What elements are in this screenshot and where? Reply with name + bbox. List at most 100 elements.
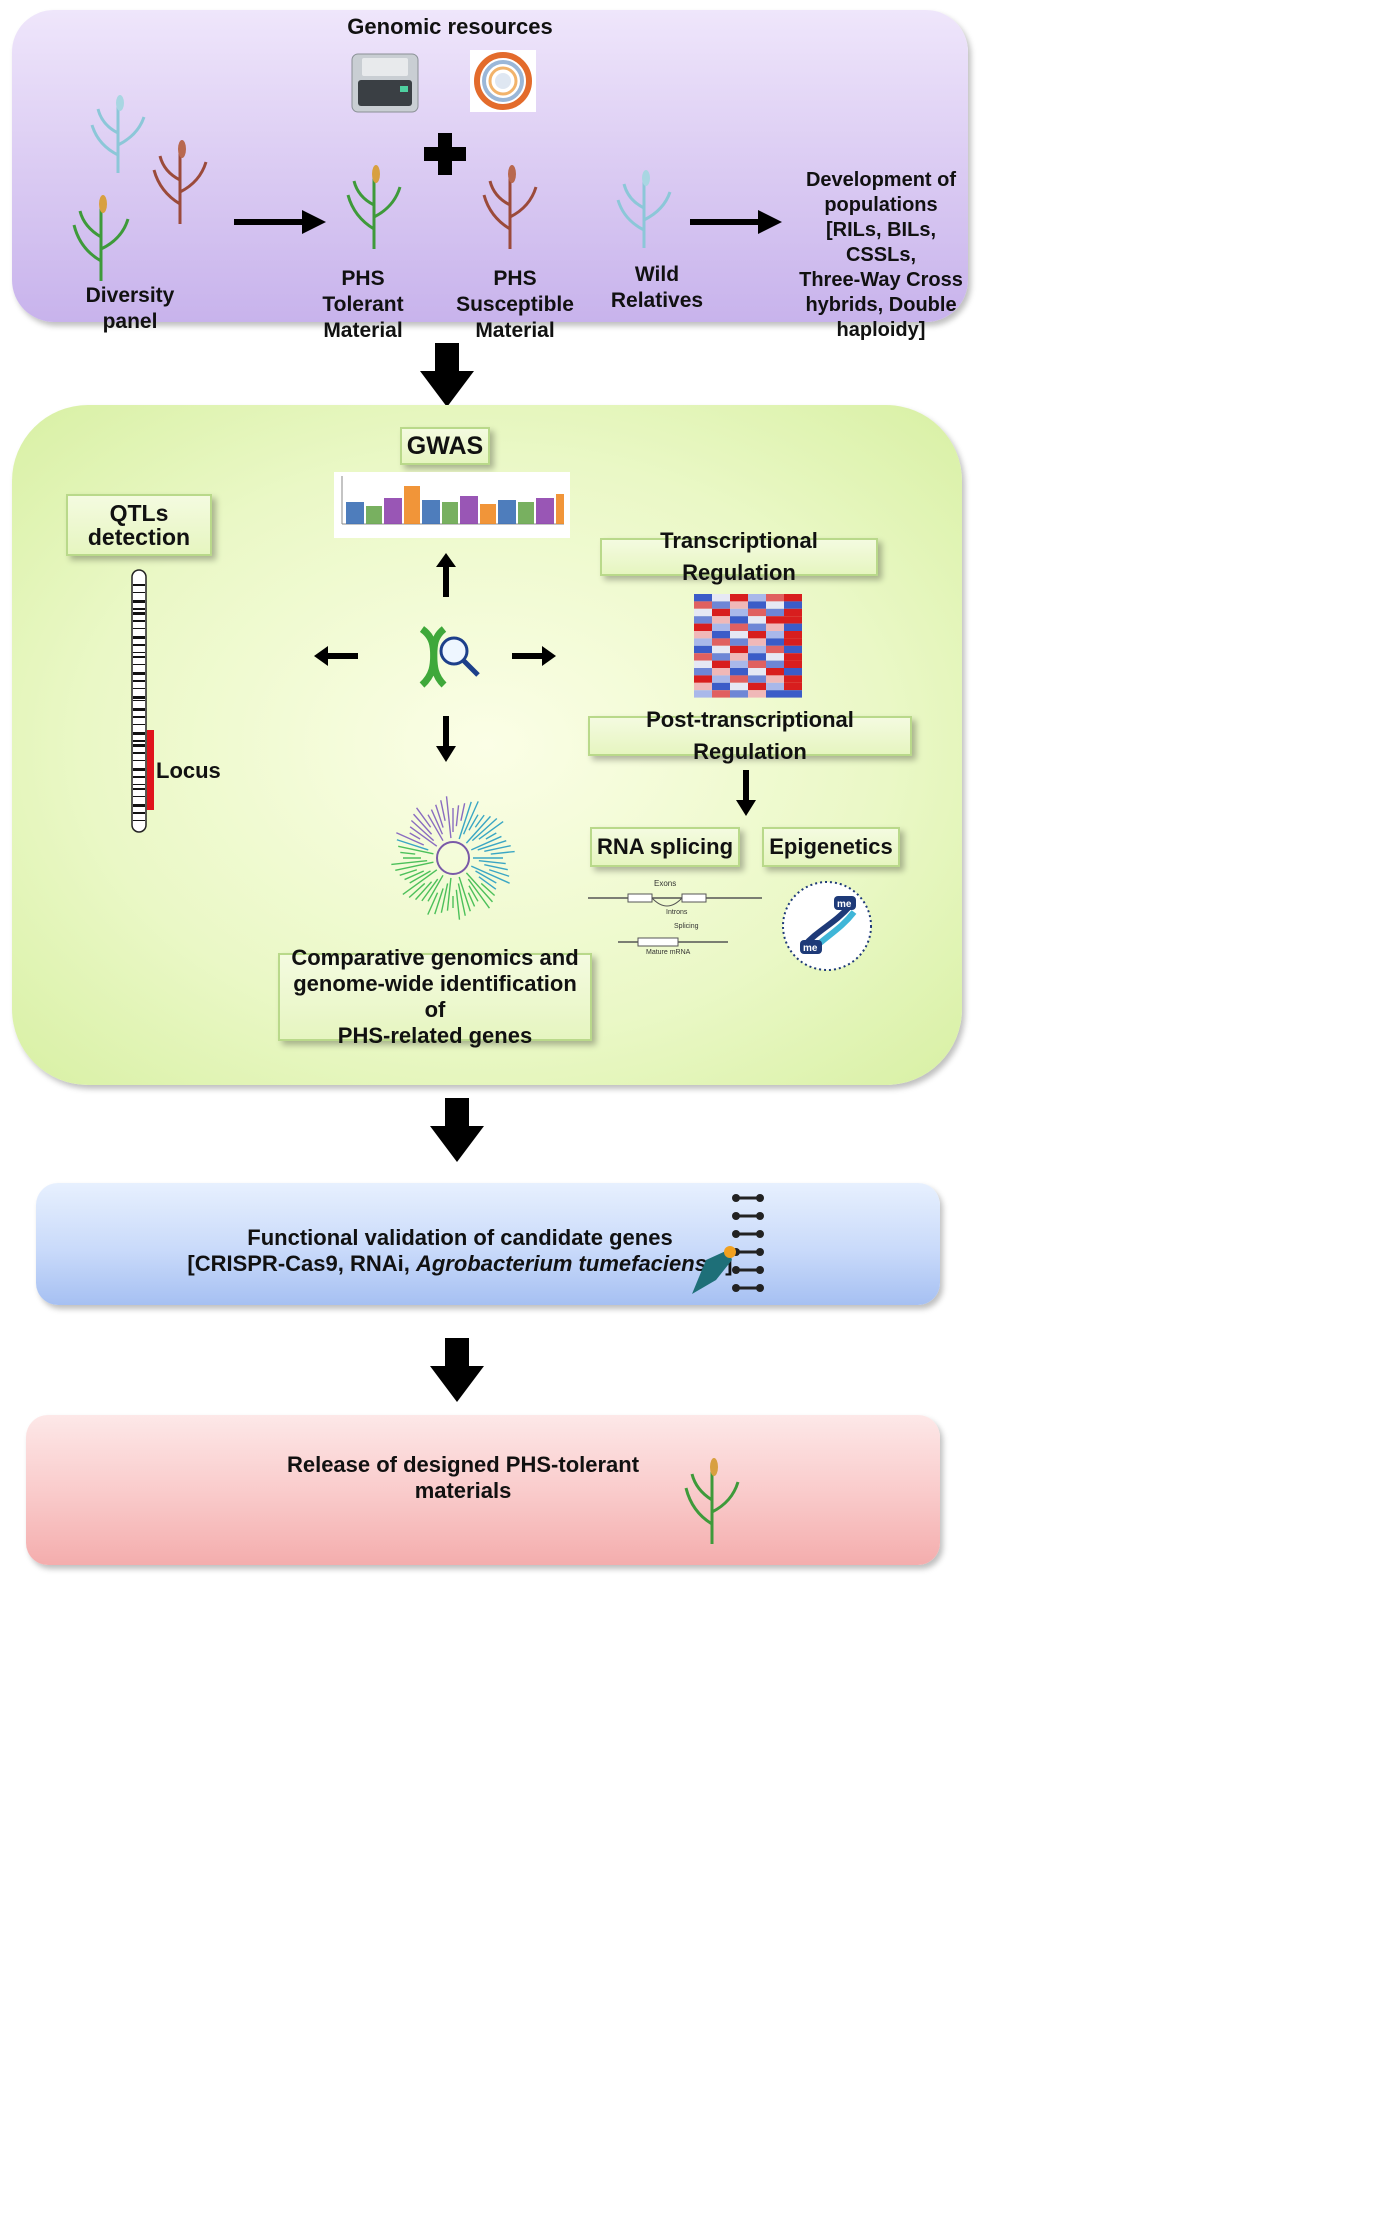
qtls-line1: QTLs (109, 500, 169, 526)
tree-branch (415, 881, 433, 901)
arrow-down-icon (436, 716, 456, 762)
functional-validation-text: Functional validation of candidate genes… (180, 1225, 740, 1277)
heatmap-cell (694, 623, 712, 631)
heatmap-cell (748, 675, 766, 683)
heatmap-cell (712, 623, 730, 631)
chromosome-band (133, 776, 145, 778)
release-line1: Release of designed PHS-tolerant (286, 1452, 640, 1477)
epigenetics-box: Epigenetics (762, 827, 900, 867)
heatmap-cell (766, 682, 784, 691)
tree-branch (440, 883, 449, 913)
tree-branch (427, 892, 439, 915)
chromosome-band (133, 740, 145, 742)
heatmap-cell (766, 594, 784, 602)
chromosome-band (133, 664, 145, 665)
populations-line: populations (824, 194, 938, 216)
tree-branch (475, 870, 497, 884)
tree-branch (468, 885, 479, 902)
heatmap-cell (748, 631, 766, 639)
tree-branch (409, 826, 438, 847)
heatmap-cell (712, 668, 730, 676)
tree-core (436, 841, 470, 875)
phs-susceptible-line2: Material (475, 319, 555, 342)
arrow-down-icon (736, 770, 756, 816)
wheat-plant-icon (684, 1458, 740, 1544)
methylation-icon: me me (782, 881, 872, 971)
phs-susceptible-line1: PHS Susceptible (456, 267, 574, 316)
chromosome-band (133, 656, 145, 658)
heatmap-cell (784, 631, 802, 639)
tree-branch (404, 870, 425, 881)
heatmap-cell (784, 616, 802, 624)
release-text: Release of designed PHS-tolerant materia… (270, 1452, 656, 1504)
transcriptional-regulation-box: Transcriptional Regulation (600, 528, 878, 585)
tree-branch (458, 801, 472, 840)
heatmap-cell (784, 638, 802, 646)
heatmap-cell (766, 660, 784, 668)
rna-splicing-box: RNA splicing (590, 827, 740, 867)
heatmap-cell (766, 623, 784, 631)
chromosome-band (133, 752, 145, 754)
chromosome-band (133, 628, 145, 629)
tree-branch (427, 814, 444, 842)
wheat-plant-icon (616, 170, 672, 248)
heatmap-cell (730, 645, 748, 654)
tree-branch (398, 845, 434, 855)
arrow-right-icon (690, 210, 782, 234)
chromosome-icon (131, 569, 147, 833)
tree-branch (470, 865, 510, 884)
tree-branch (402, 869, 438, 896)
chromosome-band (133, 612, 145, 615)
wheat-plant-icon (482, 165, 538, 249)
tree-branch (446, 877, 452, 911)
heatmap-cell (712, 653, 730, 661)
validation-agrobacterium: Agrobacterium tumefaciens... (415, 1251, 726, 1276)
heatmap-cell (748, 690, 766, 698)
tree-branch (421, 878, 439, 902)
tree-branch (409, 870, 431, 884)
tree-branch (471, 818, 498, 842)
chromosome-band (133, 636, 145, 639)
heatmap-cell (694, 645, 712, 654)
diversity-panel-label: Diversity panel (85, 284, 175, 333)
wheat-plant-icon (152, 140, 208, 224)
tree-branch (445, 796, 452, 839)
tree-branch (410, 820, 435, 842)
me-text: me (803, 943, 818, 954)
tree-branch (408, 882, 426, 898)
tree-branch (395, 861, 434, 871)
heatmap-cell (730, 594, 748, 602)
heatmap-cell (712, 675, 730, 683)
heatmap-cell (748, 645, 766, 654)
chromosome-band (133, 744, 145, 747)
qtls-detection-box: QTLs detection (66, 494, 212, 556)
tree-branch (477, 840, 507, 851)
heatmap-cell (694, 653, 712, 661)
phylogenetic-tree-icon (391, 796, 515, 920)
comparative-line1: Comparative genomics and (291, 945, 579, 970)
heatmap-cell (694, 690, 712, 698)
heatmap-cell (730, 623, 748, 631)
arrow-left-icon (314, 646, 358, 666)
heatmap-cell (784, 660, 802, 668)
tree-branch (467, 878, 491, 909)
heatmap-cell (766, 675, 784, 683)
populations-line: Three-Way Cross (799, 269, 963, 291)
tree-branch (399, 869, 418, 876)
heatmap-cell (748, 601, 766, 609)
tree-branch (415, 807, 432, 828)
comparative-line2: genome-wide identification of (293, 971, 577, 1022)
tree-branch (484, 845, 511, 853)
functional-validation-panel (36, 1183, 940, 1305)
heatmap-cell (730, 675, 748, 683)
chromosome-band (133, 804, 145, 807)
splicing-text: Splicing (674, 923, 699, 930)
tree-branch (413, 813, 433, 835)
phs-tolerant-line1: PHS Tolerant (322, 267, 404, 316)
heatmap-cell (784, 601, 802, 609)
heatmap-cell (730, 690, 748, 698)
heatmap-cell (730, 668, 748, 676)
tree-branch (400, 851, 416, 855)
wheat-plant-icon (90, 95, 146, 173)
tree-branch (391, 860, 428, 866)
